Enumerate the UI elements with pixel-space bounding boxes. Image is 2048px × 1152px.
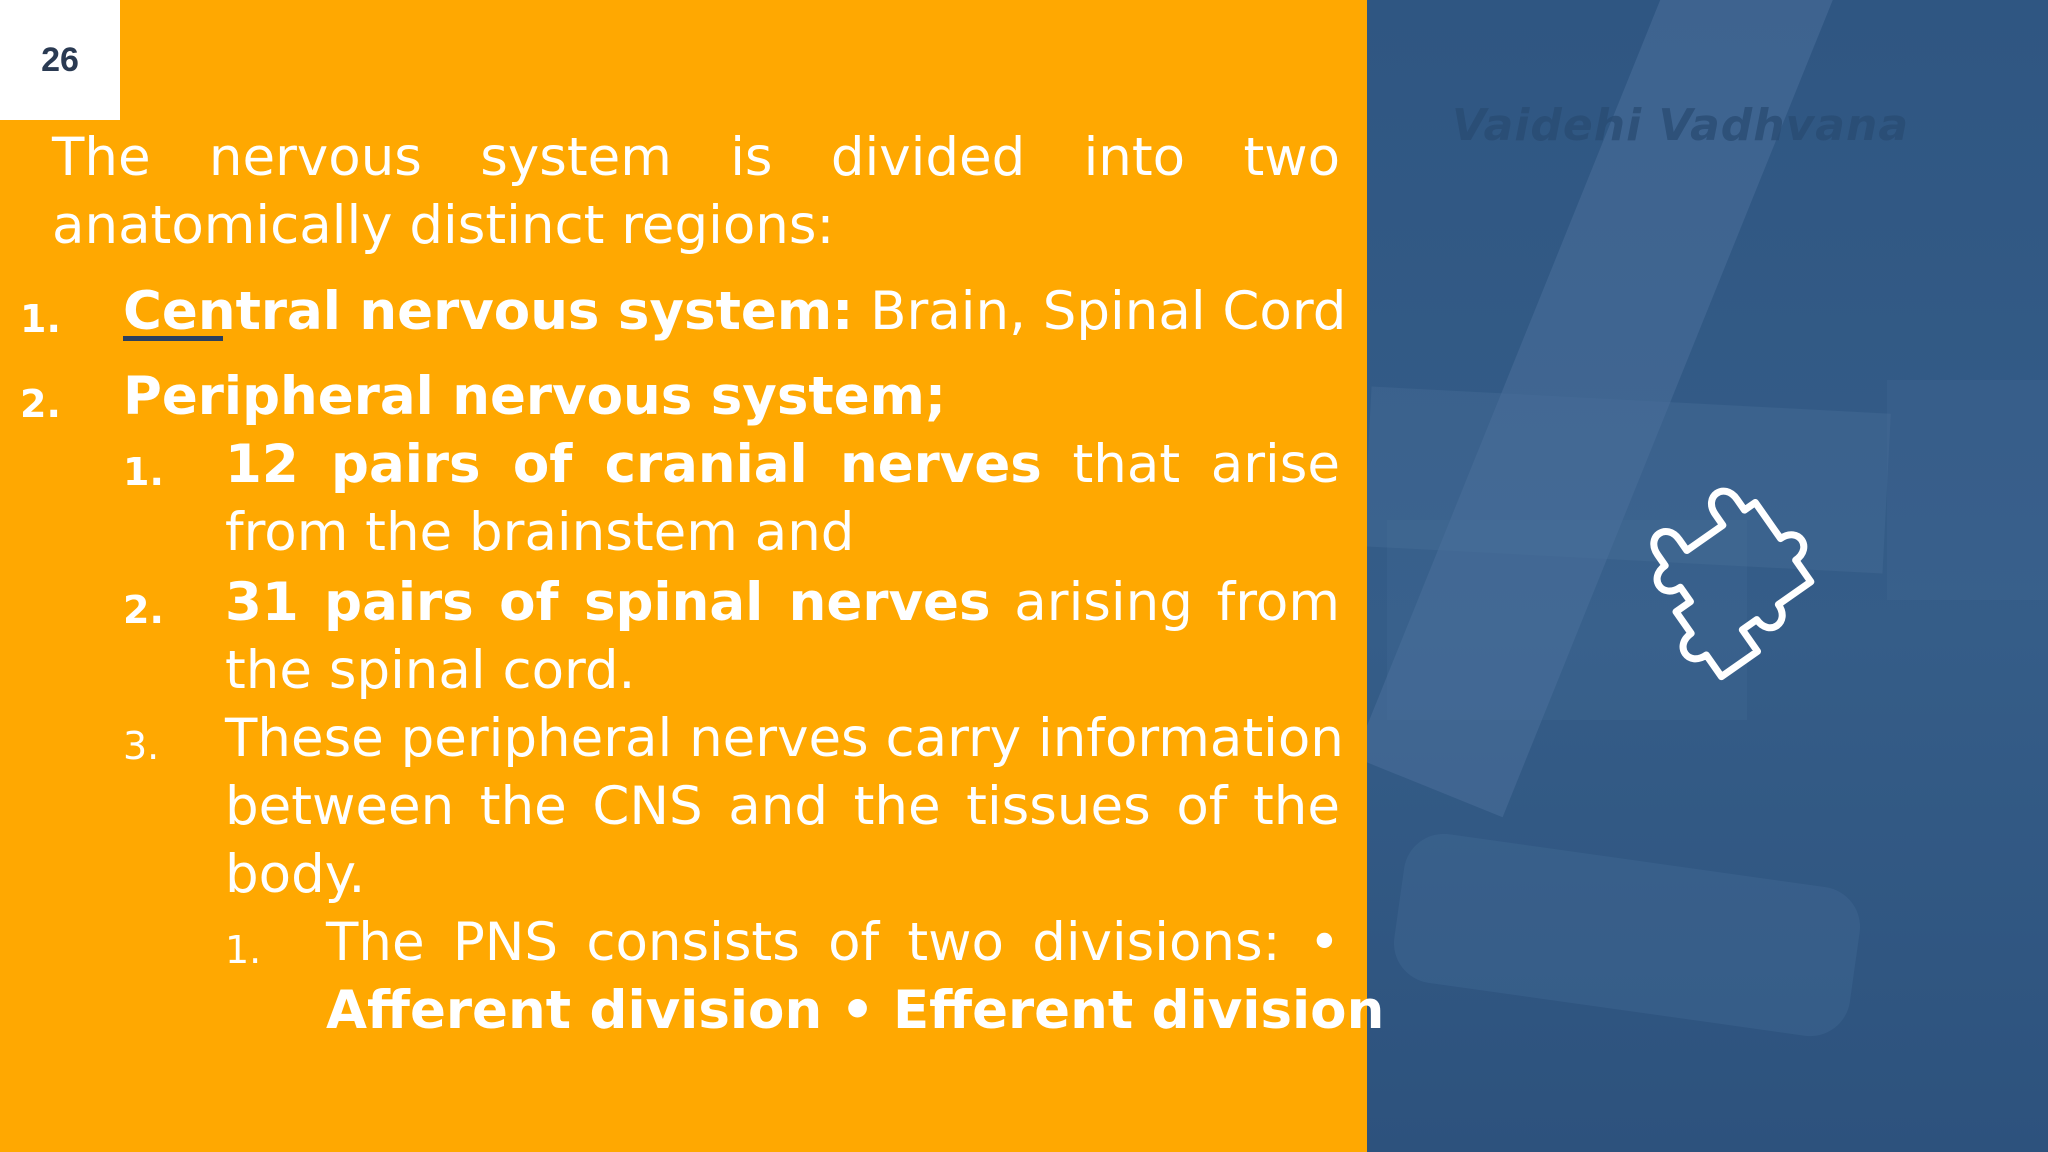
sublist-item-text: that arise xyxy=(1041,434,1341,495)
sublist-item-line: from the brainstem and xyxy=(225,502,855,563)
sublist-item-line: between the CNS and the tissues of the xyxy=(225,776,1340,837)
subsublist-item-line: Afferent division • Efferent division xyxy=(326,977,1384,1045)
background-photo-shape xyxy=(1388,828,1866,1042)
sublist-item-line: body. xyxy=(225,844,366,905)
sublist-number: 2. xyxy=(123,588,164,632)
sublist-item-term: 12 pairs of cranial nerves xyxy=(225,434,1042,495)
image-panel: Vaidehi Vadhvana xyxy=(1367,0,2048,1152)
sublist-item-text: arising from xyxy=(990,572,1340,633)
background-photo-shape xyxy=(1887,380,2048,600)
content-panel xyxy=(0,0,1367,1152)
list-item-term: Central nervous system: xyxy=(123,281,854,342)
sublist-item-cranial: 12 pairs of cranial nerves that arise xyxy=(225,431,1340,499)
list-number: 2. xyxy=(20,382,61,426)
sublist-item-term: 31 pairs of spinal nerves xyxy=(225,572,991,633)
sublist-item-line: These peripheral nerves carry informatio… xyxy=(225,708,1344,769)
watermark: Vaidehi Vadhvana xyxy=(1452,100,1910,151)
division-names: Afferent division • Efferent division xyxy=(326,980,1385,1041)
sublist-item-line: the spinal cord. xyxy=(225,640,636,701)
list-item-term: Peripheral nervous system; xyxy=(123,366,947,427)
list-item-text: Brain, Spinal Cord xyxy=(853,281,1347,342)
intro-line: The nervous system is divided into two xyxy=(52,127,1340,188)
slide-number: 26 xyxy=(0,0,120,120)
underline-mark xyxy=(123,336,223,341)
list-number: 1. xyxy=(20,297,61,341)
subsublist-number: 1. xyxy=(225,928,262,972)
puzzle-piece-icon xyxy=(1650,487,1815,681)
sublist-number: 1. xyxy=(123,450,164,494)
list-item-central: Central nervous system: Brain, Spinal Co… xyxy=(123,278,1346,346)
intro-line: anatomically distinct regions: xyxy=(52,195,835,256)
sublist-item-spinal: 31 pairs of spinal nerves arising from xyxy=(225,569,1340,637)
sublist-number: 3. xyxy=(123,724,160,768)
list-item-peripheral: Peripheral nervous system; xyxy=(123,363,946,431)
subsublist-item-line: The PNS consists of two divisions: • xyxy=(326,912,1340,973)
